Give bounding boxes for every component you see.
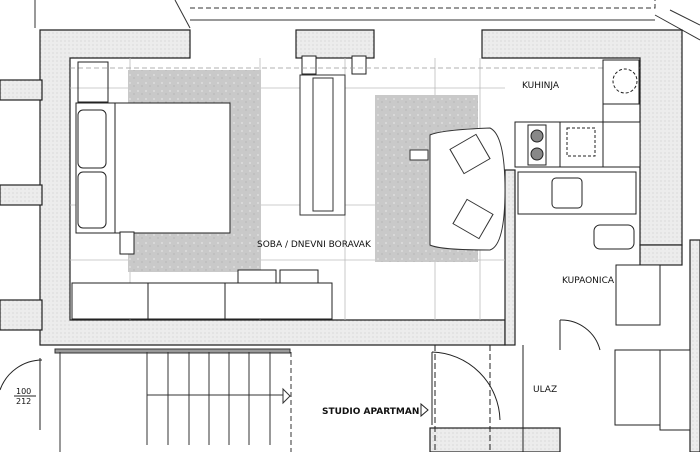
stairs	[54, 348, 292, 452]
outdoor-lines	[34, 0, 700, 41]
left-door	[0, 358, 43, 430]
door-height-label: 212	[16, 397, 31, 406]
hob-burner-icon	[530, 147, 544, 161]
room-label-living: SOBA / DNEVNI BORAVAK	[257, 240, 372, 250]
arrow-icon	[420, 402, 429, 418]
walls	[0, 29, 700, 452]
room-label-entrance: ULAZ	[533, 385, 557, 395]
kitchen-fixtures	[514, 59, 641, 168]
hob-burner-icon	[530, 129, 544, 143]
apartment-label: STUDIO APARTMAN	[322, 407, 419, 417]
door-width-label: 100	[16, 387, 31, 396]
sofa	[409, 127, 506, 251]
window-sills	[301, 55, 367, 75]
entrance-door	[431, 345, 524, 452]
boiler-icon	[612, 68, 638, 94]
bed	[75, 61, 231, 255]
room-label-bathroom: KUPAONICA	[562, 276, 615, 286]
cabinets	[71, 269, 333, 320]
room-label-kitchen: KUHINJA	[522, 81, 560, 91]
dining-table	[299, 74, 346, 216]
bathroom-fixtures	[517, 171, 691, 431]
